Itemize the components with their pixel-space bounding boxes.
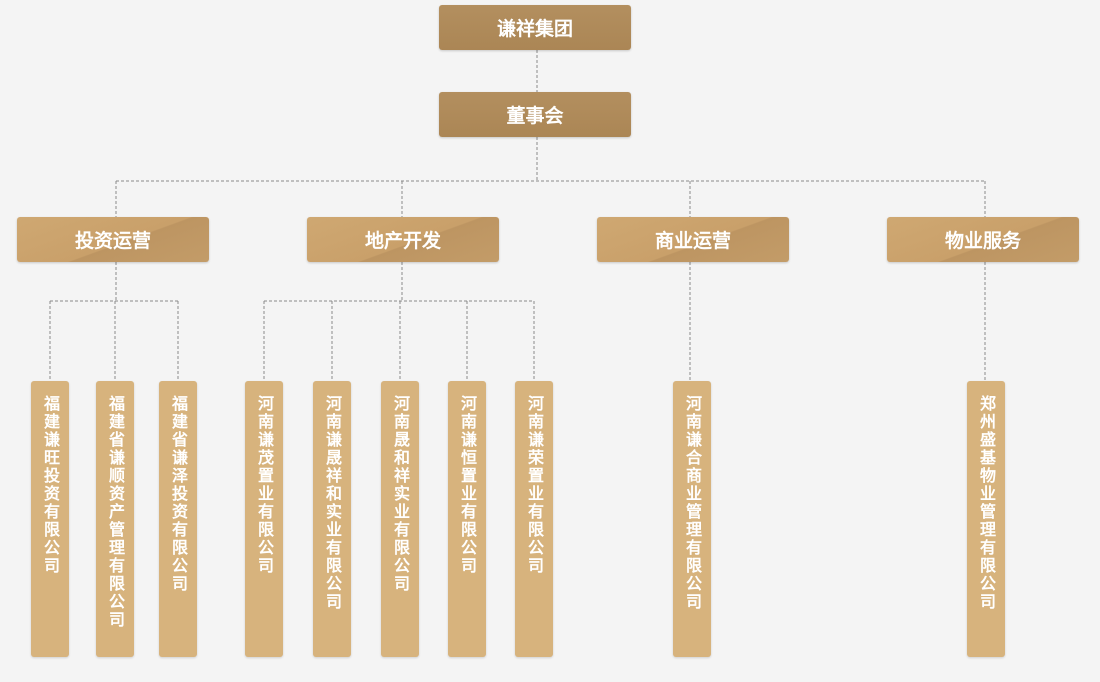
company-node: 福建省谦泽投资有限公司 xyxy=(159,381,197,657)
company-name: 河南谦合商业管理有限公司 xyxy=(683,395,702,611)
company-name: 福建省谦顺资产管理有限公司 xyxy=(106,395,125,629)
root-node: 谦祥集团 xyxy=(439,5,631,50)
division-node: 地产开发 xyxy=(307,217,499,262)
company-node: 福建谦旺投资有限公司 xyxy=(31,381,69,657)
company-node: 河南谦荣置业有限公司 xyxy=(515,381,553,657)
division-node: 投资运营 xyxy=(17,217,209,262)
company-node: 河南谦茂置业有限公司 xyxy=(245,381,283,657)
company-node: 河南晟和祥实业有限公司 xyxy=(381,381,419,657)
company-name: 河南晟和祥实业有限公司 xyxy=(391,395,410,593)
company-name: 福建谦旺投资有限公司 xyxy=(41,395,60,575)
company-name: 河南谦恒置业有限公司 xyxy=(458,395,477,575)
division-node: 物业服务 xyxy=(887,217,1079,262)
division-node: 商业运营 xyxy=(597,217,789,262)
company-name: 河南谦茂置业有限公司 xyxy=(255,395,274,575)
company-name: 河南谦晟祥和实业有限公司 xyxy=(323,395,342,611)
company-node: 河南谦晟祥和实业有限公司 xyxy=(313,381,351,657)
company-node: 福建省谦顺资产管理有限公司 xyxy=(96,381,134,657)
company-name: 郑州盛基物业管理有限公司 xyxy=(977,395,996,611)
board-node: 董事会 xyxy=(439,92,631,137)
company-name: 河南谦荣置业有限公司 xyxy=(525,395,544,575)
company-name: 福建省谦泽投资有限公司 xyxy=(169,395,188,593)
company-node: 郑州盛基物业管理有限公司 xyxy=(967,381,1005,657)
company-node: 河南谦恒置业有限公司 xyxy=(448,381,486,657)
company-node: 河南谦合商业管理有限公司 xyxy=(673,381,711,657)
